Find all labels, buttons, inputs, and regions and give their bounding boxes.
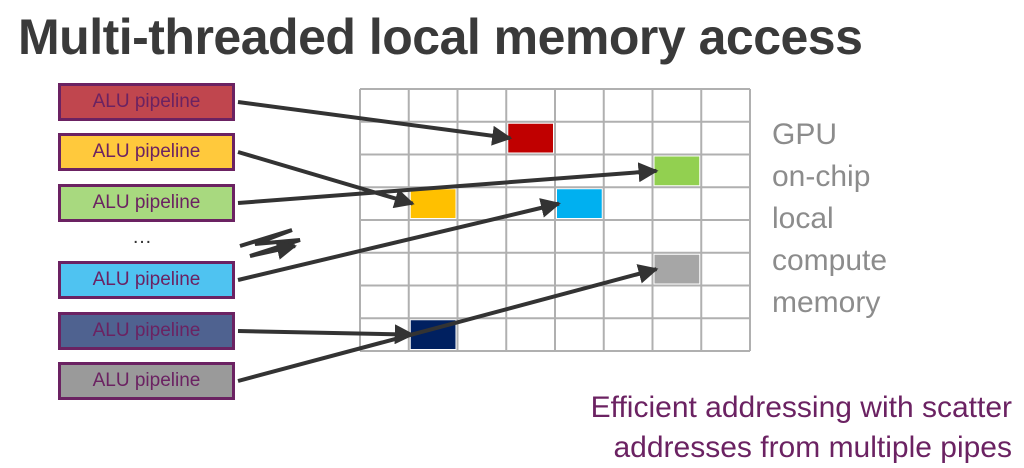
memory-label-line: local — [772, 202, 834, 235]
memory-label-line: GPU — [772, 118, 838, 151]
access-arrow — [237, 324, 415, 345]
memory-cell-highlight — [410, 189, 456, 218]
memory-cell-highlight — [654, 156, 700, 186]
access-arrow — [237, 150, 415, 209]
access-arrows — [237, 100, 659, 383]
access-arrow — [237, 162, 659, 205]
alu-pipeline-box: ALU pipeline — [58, 362, 235, 400]
memory-label-line: memory — [772, 286, 881, 319]
memory-label-line: compute — [772, 244, 888, 277]
memory-cell-highlight — [557, 189, 602, 218]
caption-line: Efficient addressing with scatter — [590, 391, 1012, 424]
alu-pipeline-box: ALU pipeline — [58, 133, 235, 171]
memory-grid — [359, 88, 751, 352]
slide-title: Multi-threaded local memory access — [18, 9, 863, 65]
caption: Efficient addressing with scatter address… — [412, 388, 1012, 468]
memory-cell-highlight — [654, 254, 700, 284]
alu-pipeline-box: ALU pipeline — [58, 184, 235, 222]
access-arrow — [237, 198, 561, 282]
access-arrow — [237, 100, 513, 146]
memory-label-line: on-chip — [772, 160, 871, 193]
more-pipelines-ellipsis: … — [132, 226, 152, 248]
more-connections-zigzag-icon — [239, 228, 301, 260]
access-arrow — [237, 264, 659, 383]
memory-label: GPU on-chip local compute memory — [772, 114, 887, 324]
alu-pipeline-box: ALU pipeline — [58, 261, 235, 299]
caption-line: addresses from multiple pipes — [613, 431, 1012, 464]
alu-pipeline-box: ALU pipeline — [58, 83, 235, 121]
memory-cell-highlight — [508, 123, 553, 153]
alu-pipeline-box: ALU pipeline — [58, 312, 235, 350]
